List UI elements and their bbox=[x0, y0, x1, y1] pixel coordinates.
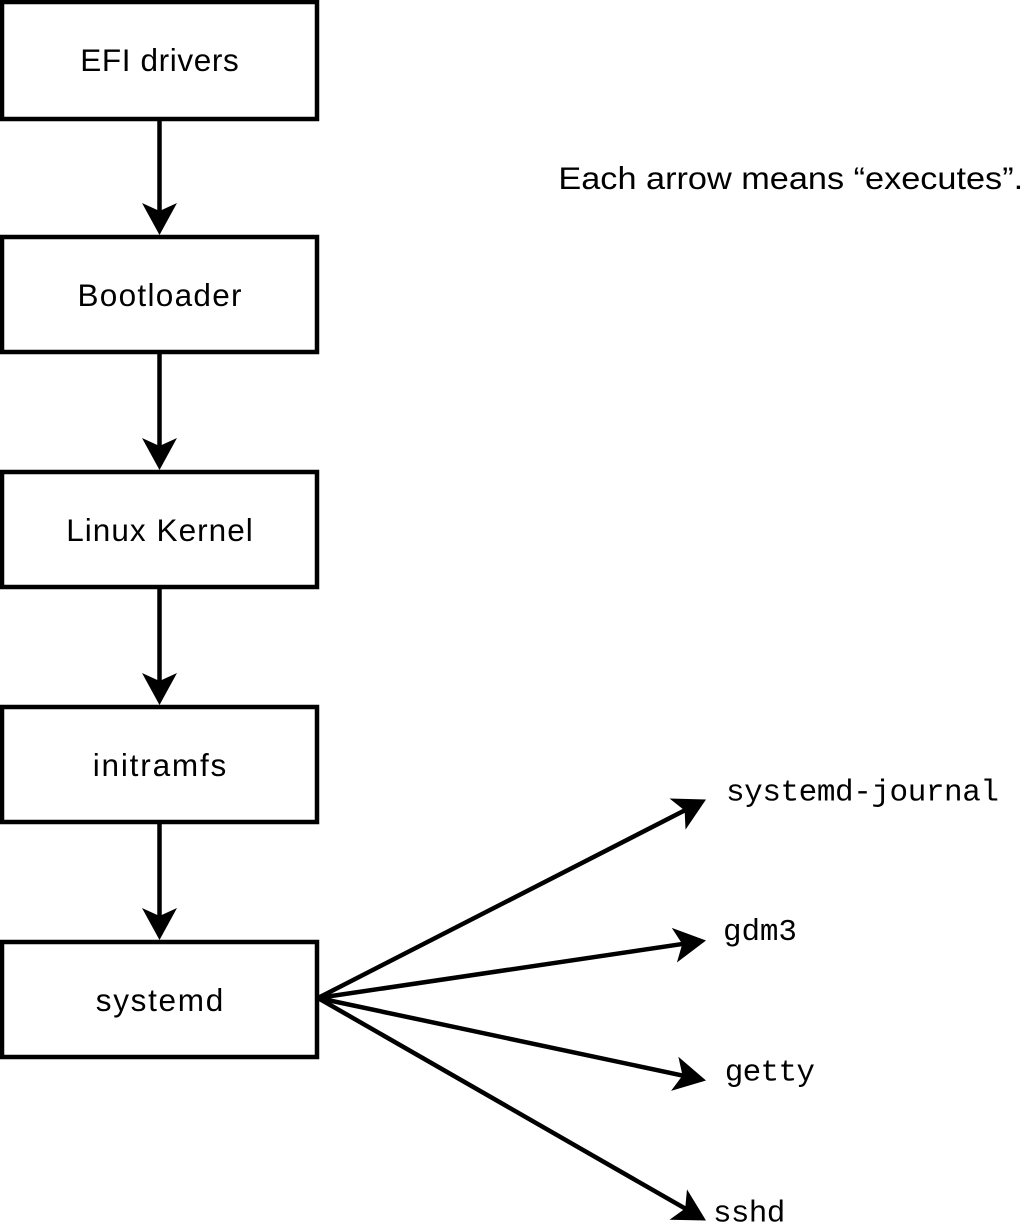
svg-text:systemd: systemd bbox=[96, 982, 224, 1018]
svg-text:Linux Kernel: Linux Kernel bbox=[66, 512, 253, 548]
svg-text:Bootloader: Bootloader bbox=[78, 277, 242, 313]
svg-text:sshd: sshd bbox=[713, 1197, 785, 1230]
svg-text:systemd-journal: systemd-journal bbox=[726, 776, 999, 811]
svg-text:getty: getty bbox=[725, 1055, 815, 1090]
svg-text:Each arrow means “executes”.: Each arrow means “executes”. bbox=[558, 160, 1023, 196]
svg-text:EFI drivers: EFI drivers bbox=[80, 42, 239, 78]
svg-text:initramfs: initramfs bbox=[93, 747, 227, 783]
svg-text:gdm3: gdm3 bbox=[723, 915, 797, 950]
